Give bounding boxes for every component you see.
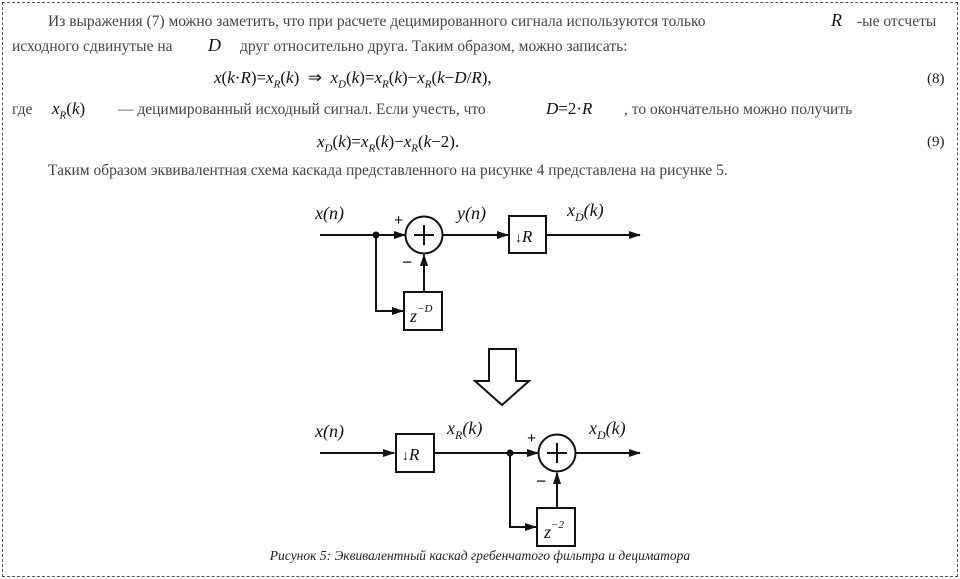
- transform-arrow: [472, 348, 532, 407]
- bottom-decim-label: ↓R: [402, 445, 420, 464]
- top-minus-sign: −: [402, 252, 412, 272]
- top-input-label: x(n): [314, 203, 344, 224]
- figure-caption: Рисунок 5: Эквивалентный каскад гребенча…: [269, 548, 691, 563]
- equation-8: x(k·R)=xR(k) ⇒ xD(k)=xR(k)−xR(k−D/R),: [214, 68, 492, 91]
- where-label: где: [12, 101, 33, 118]
- bottom-input-label: x(n): [314, 421, 344, 442]
- symbol-R: R: [831, 10, 842, 30]
- equation-9: xD(k)=xR(k)−xR(k−2).: [317, 132, 460, 155]
- para1-line1: Из выражения (7) можно заметить, что при…: [48, 13, 706, 30]
- para-final: Таким образом эквивалентная схема каскад…: [48, 162, 728, 179]
- top-plus-sign: +: [394, 212, 403, 229]
- para1-line2-end: друг относительно друга. Таким образом, …: [240, 38, 628, 55]
- bottom-minus-sign: −: [536, 471, 546, 491]
- decimator-bottom: [395, 433, 435, 473]
- symbol-D: D: [208, 35, 221, 55]
- para1-line2-start: исходного сдвинутые на: [12, 38, 173, 55]
- equation-9-number: (9): [927, 134, 945, 150]
- top-decim-label: ↓R: [515, 227, 533, 246]
- equation-8-number: (8): [927, 71, 945, 87]
- D-equals-2R: D=2·R: [546, 99, 593, 118]
- para1-line1-end: -ые отсчеты: [857, 13, 937, 30]
- bottom-plus-sign: +: [527, 430, 536, 447]
- where-text: — децимированный исходный сигнал. Если у…: [118, 101, 486, 118]
- bottom-diagram: [320, 433, 641, 547]
- where-end: , то окончательно можно получить: [624, 101, 853, 118]
- top-output-label: xD(k): [566, 200, 604, 224]
- bottom-output-label: xD(k): [588, 418, 626, 442]
- bottom-mid-label: xR(k): [446, 418, 482, 442]
- top-diagram: [320, 215, 641, 331]
- top-mid-label: y(n): [455, 203, 486, 224]
- xR-symbol: xR(k): [52, 99, 86, 122]
